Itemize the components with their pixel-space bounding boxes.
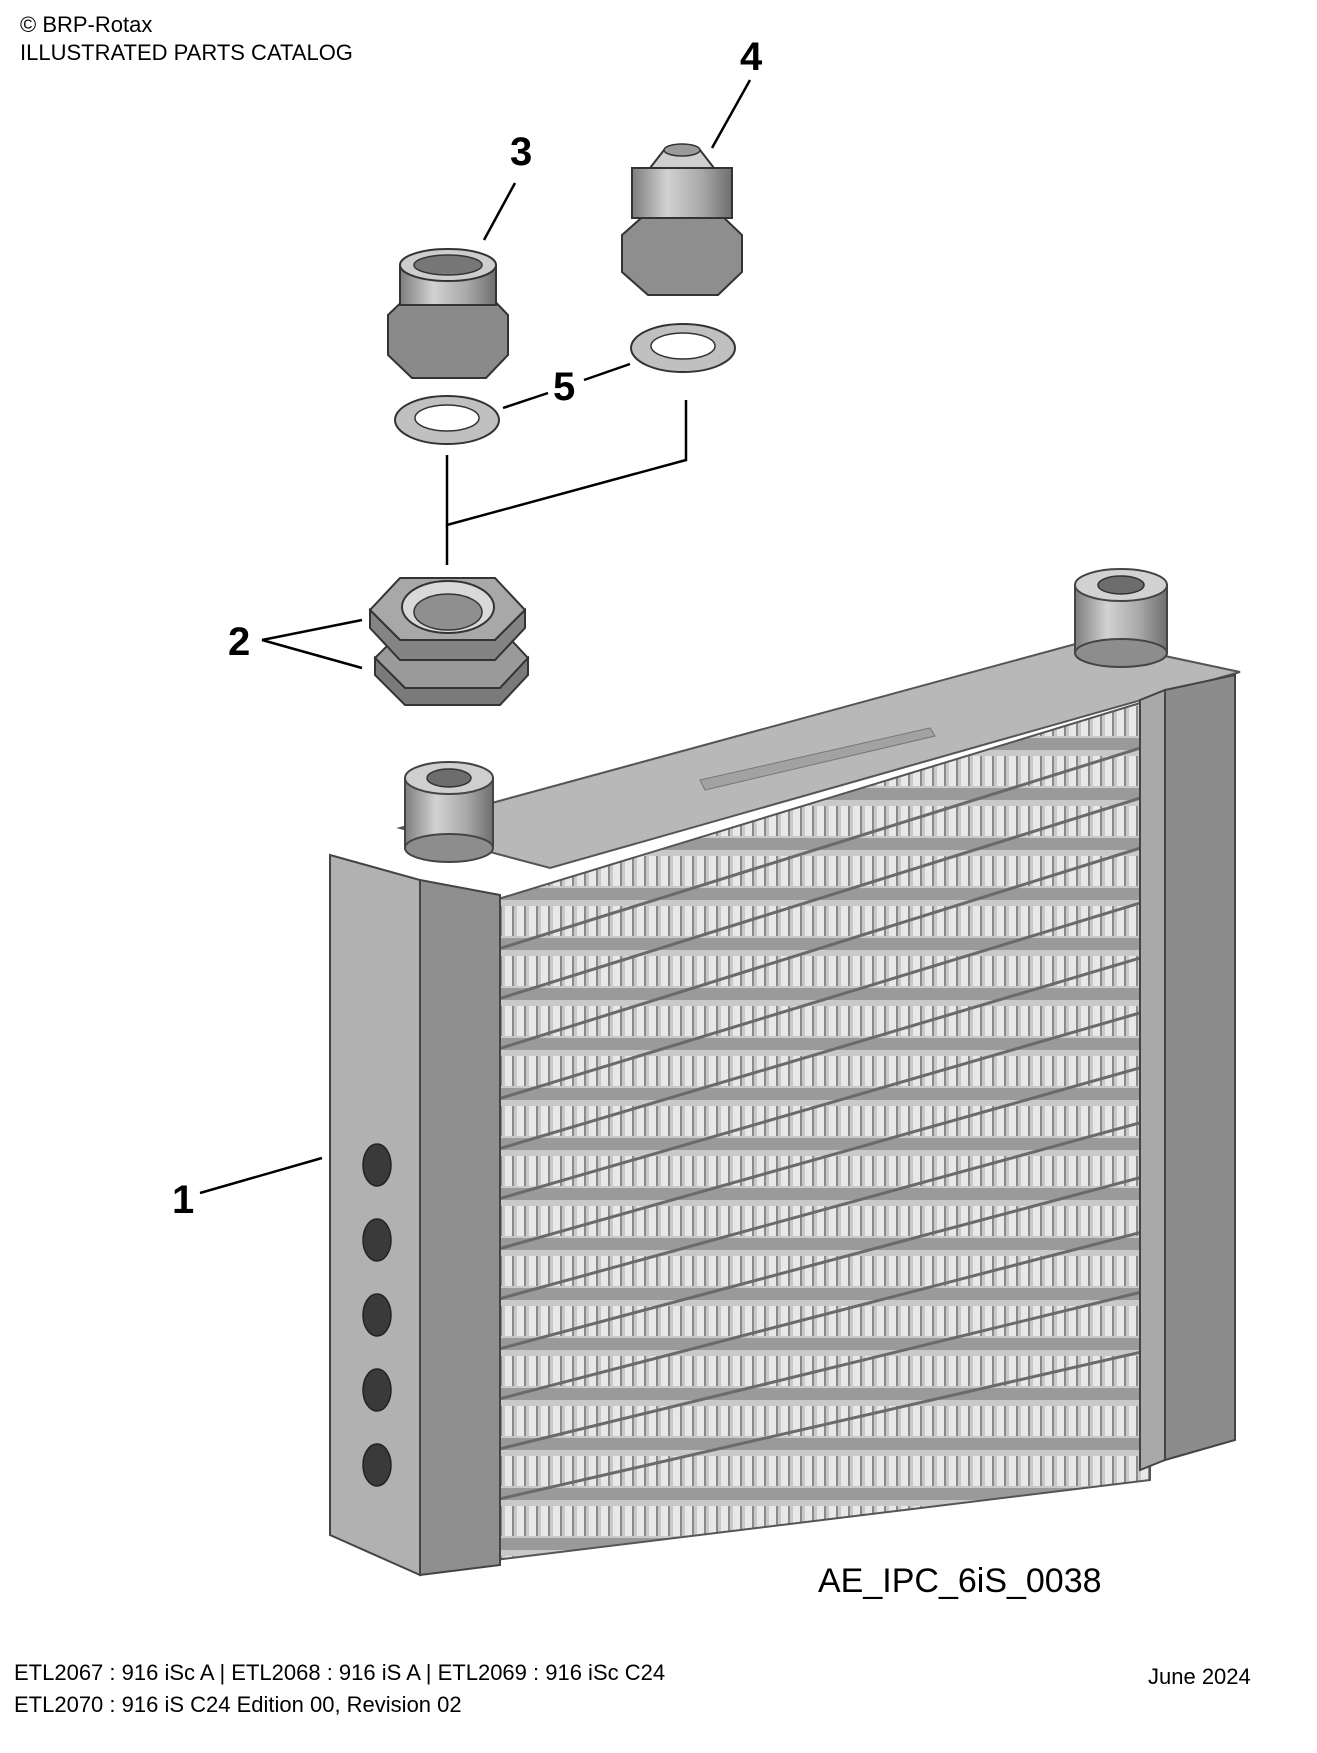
oil-cooler	[329, 568, 1241, 1577]
callout-1: 1	[172, 1178, 194, 1222]
fitting-4	[621, 143, 743, 296]
callout-2: 2	[228, 620, 250, 664]
callout-5: 5	[553, 365, 575, 409]
footer-applicability-line2: ETL2070 : 916 iS C24 Edition 00, Revisio…	[14, 1692, 462, 1717]
hex-nuts	[368, 577, 530, 706]
figure-id: AE_IPC_6iS_0038	[818, 1562, 1102, 1600]
callout-3: 3	[510, 130, 532, 174]
footer-date: June 2024	[1148, 1664, 1251, 1689]
sealing-rings	[394, 323, 736, 445]
catalog-title: ILLUSTRATED PARTS CATALOG	[20, 40, 353, 65]
leader-lines	[199, 79, 752, 1195]
copyright-notice: © BRP-Rotax	[20, 12, 153, 37]
fitting-3	[387, 248, 509, 379]
callout-4: 4	[740, 35, 763, 79]
footer-applicability-line1: ETL2067 : 916 iSc A | ETL2068 : 916 iS A…	[14, 1660, 666, 1685]
